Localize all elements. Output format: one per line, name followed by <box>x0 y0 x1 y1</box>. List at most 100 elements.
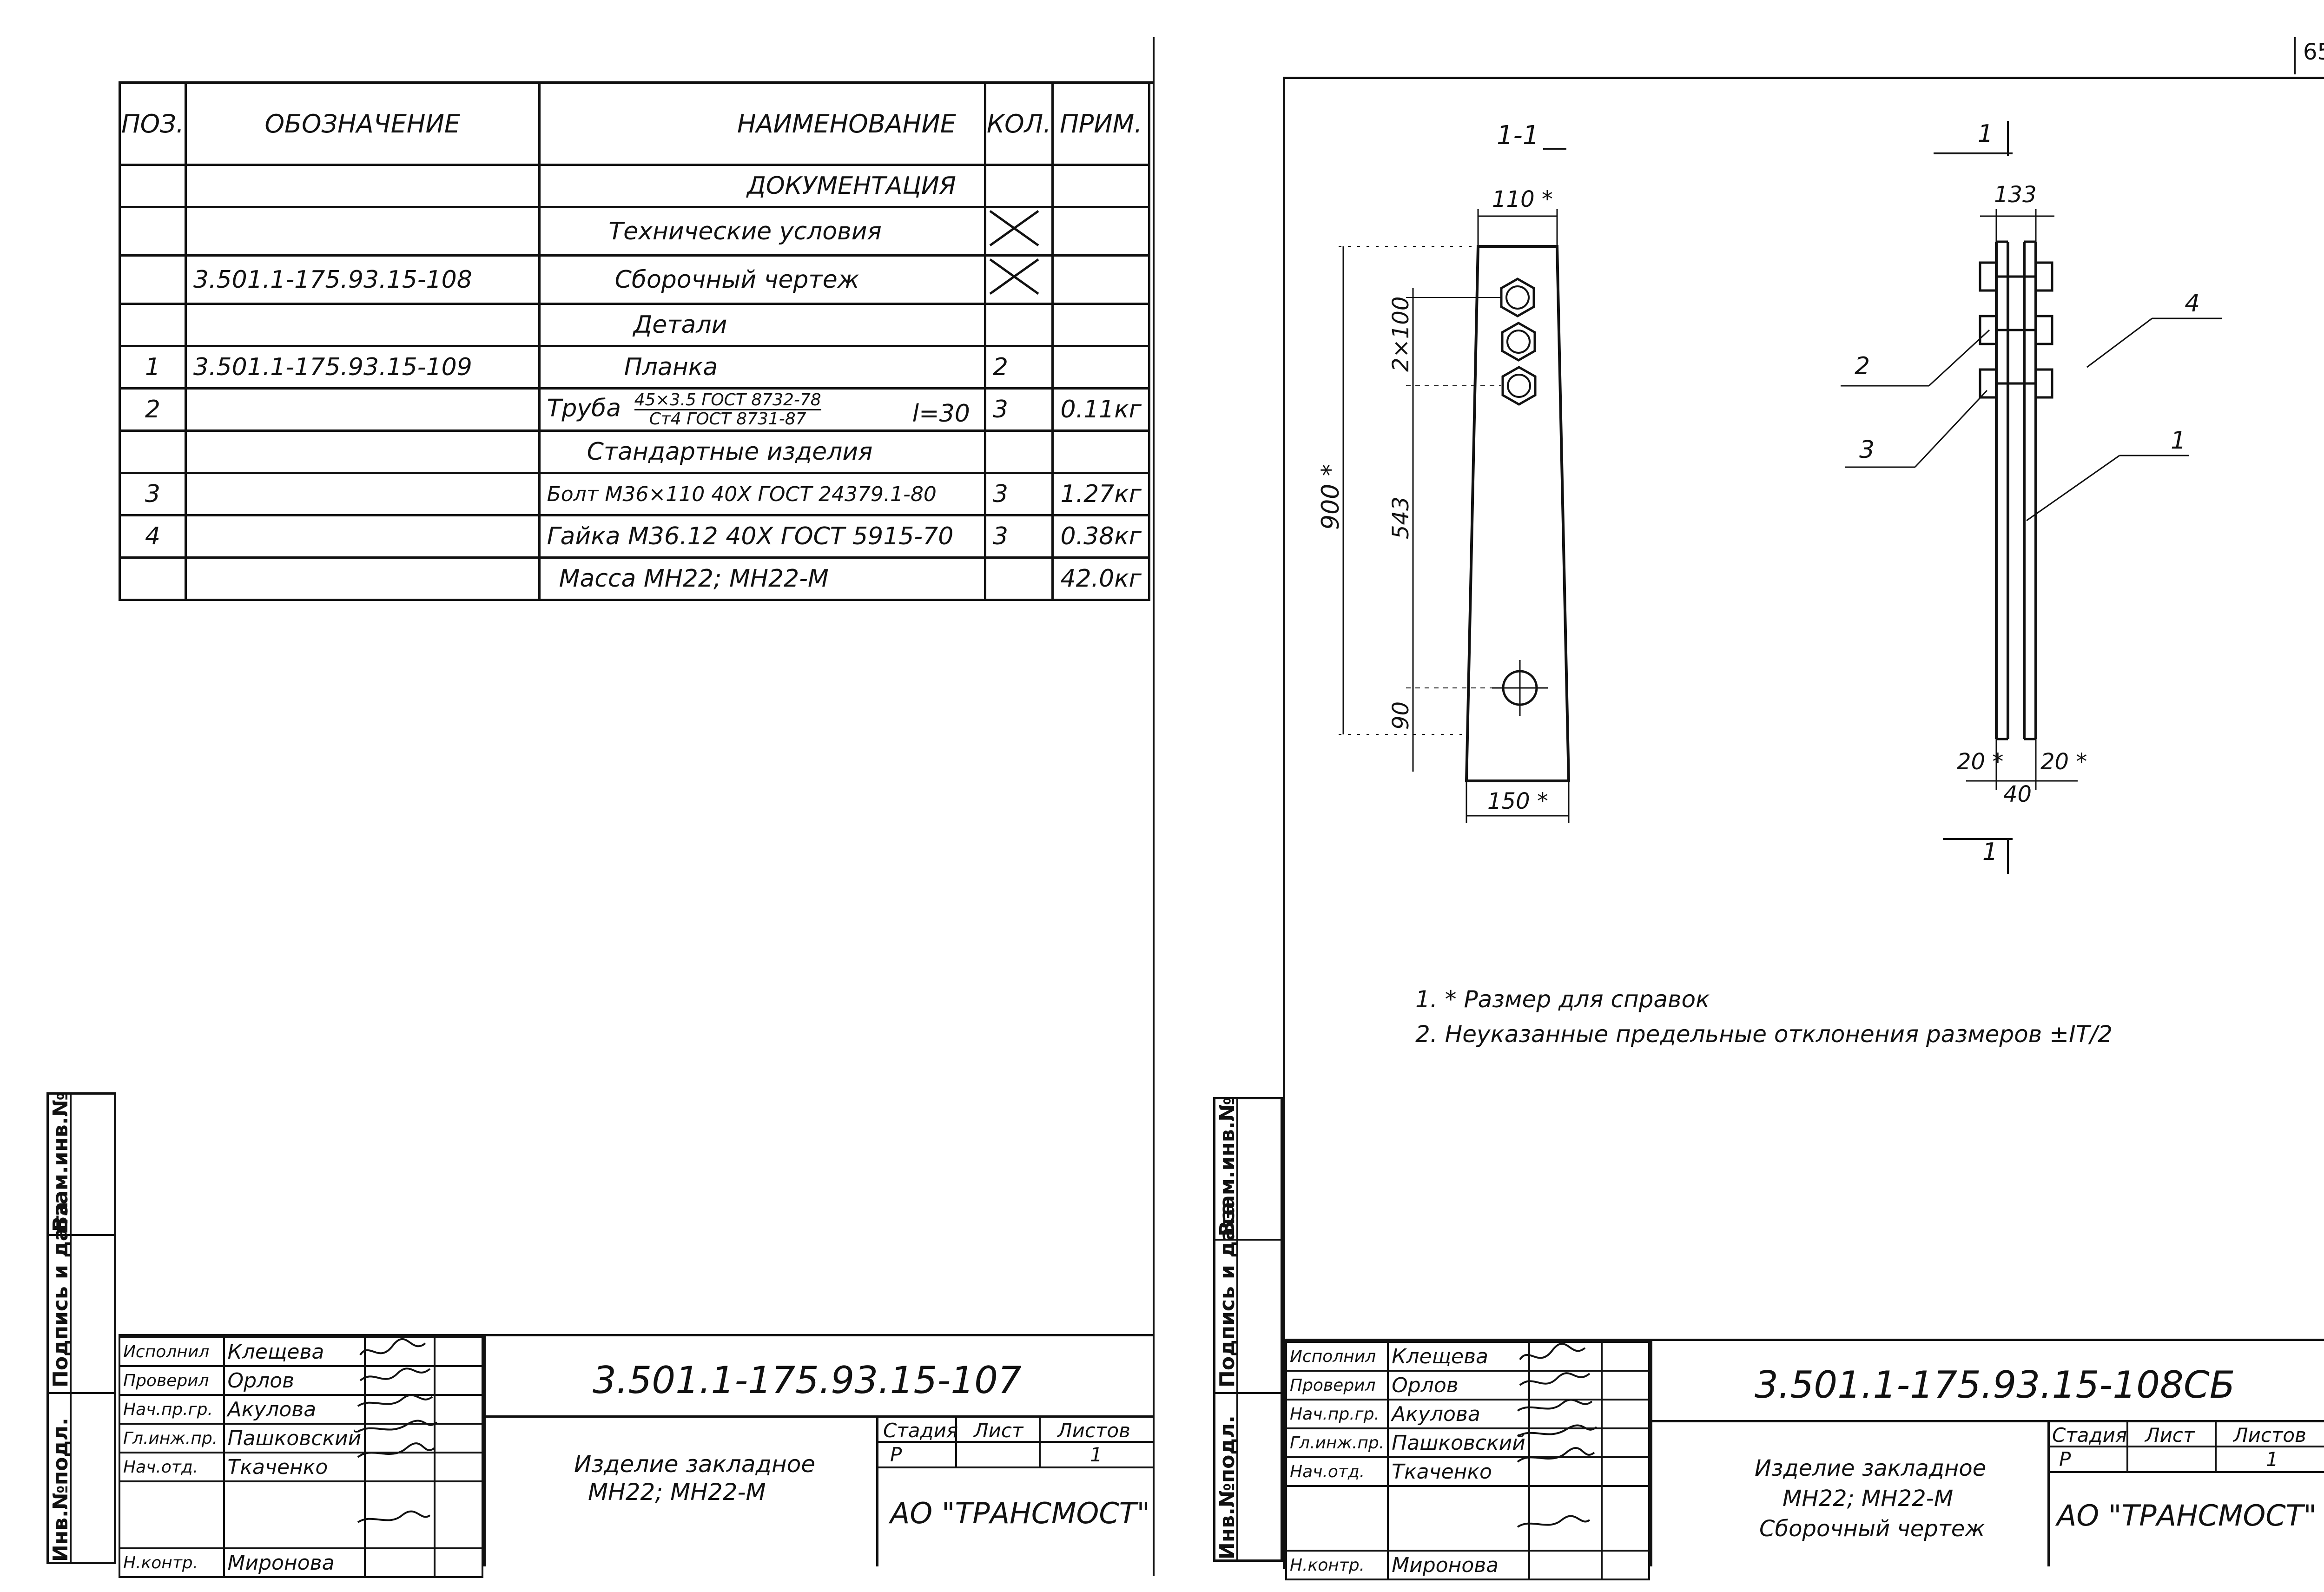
stamp-inv-no: Инв.№подл. <box>1215 1415 1239 1559</box>
cell-pos: 1 <box>119 345 187 390</box>
cell-note: 42.0кг <box>1051 556 1150 601</box>
stamp-replaced-inv: Взам.инв.№ <box>1215 1097 1239 1236</box>
date <box>1601 1427 1650 1458</box>
cell-qty-cross <box>984 206 1054 257</box>
date <box>434 1336 483 1367</box>
table-row: 4 Гайка М36.12 40Х ГОСТ 5915-70 3 0.38кг <box>119 514 1150 559</box>
cut-mark-top: 1 <box>1978 120 1993 148</box>
assembly-drawing: 1-1 110 * 150 * 900 * 2×100 543 90 133 <box>1317 120 2222 874</box>
signature <box>1528 1456 1603 1487</box>
date <box>1601 1370 1650 1400</box>
document-title-line-1: Изделие закладное <box>1755 1455 1987 1481</box>
cell-note <box>1051 303 1150 347</box>
person-name: Клещева <box>223 1336 366 1367</box>
date <box>1601 1485 1650 1552</box>
cell-pos <box>119 254 187 305</box>
role <box>1285 1485 1389 1552</box>
section-label: 1-1 <box>1497 120 1539 151</box>
date <box>1601 1550 1650 1580</box>
role: Нач.пр.гр. <box>1285 1399 1389 1429</box>
cell-note <box>1051 164 1150 208</box>
cell-code <box>184 429 541 474</box>
left-side-stamp: Инв.№подл. Подпись и дата Взам.инв.№ <box>46 1092 116 1564</box>
date <box>1601 1456 1650 1487</box>
dim-bottom-width: 150 * <box>1487 788 1548 814</box>
cell-name: Стандартные изделия <box>538 429 986 474</box>
role: Н.контр. <box>119 1547 225 1578</box>
bolt-hex-icon <box>1501 366 1537 406</box>
signature <box>1528 1341 1603 1372</box>
person-name: Миронова <box>223 1547 366 1578</box>
cell-pos: 3 <box>119 472 187 516</box>
signature-row: Н.контр.Миронова <box>1285 1550 1650 1580</box>
cell-qty <box>984 164 1054 208</box>
cell-name-pipe: Труба 45×3.5 ГОСТ 8732-78 Ст4 ГОСТ 8731-… <box>538 387 986 432</box>
cell-qty: 2 <box>984 345 1054 390</box>
callout-3: 3 <box>1859 436 1875 464</box>
date <box>434 1547 483 1578</box>
cell-code <box>184 514 541 559</box>
cell-pos <box>119 429 187 474</box>
date <box>434 1452 483 1482</box>
stage-value: Р <box>2059 1448 2071 1471</box>
page-number: 65 <box>2303 39 2324 65</box>
cell-pos <box>119 556 187 601</box>
header-qty: КОЛ. <box>984 81 1054 166</box>
cell-note <box>1051 206 1150 257</box>
cell-qty <box>984 556 1054 601</box>
dim-gap-left: 20 * <box>1957 749 2003 775</box>
signature <box>364 1480 436 1549</box>
sheets-value: 1 <box>1090 1443 1103 1466</box>
cell-code <box>184 472 541 516</box>
bolt-hex-icon <box>1501 322 1536 362</box>
cell-pos <box>119 164 187 208</box>
cell-pos: 4 <box>119 514 187 559</box>
cell-name: Болт М36×110 40Х ГОСТ 24379.1-80 <box>538 472 986 516</box>
signature-row <box>1285 1485 1650 1552</box>
role: Нач.пр.гр. <box>119 1394 225 1425</box>
pipe-fraction: 45×3.5 ГОСТ 8732-78 Ст4 ГОСТ 8731-87 <box>634 391 821 428</box>
cell-pos <box>119 206 187 257</box>
cell-note <box>1051 429 1150 474</box>
role: Исполнил <box>1285 1341 1389 1372</box>
signature-row: Нач.отд.Ткаченко <box>1285 1456 1650 1487</box>
specification-table: ПОЗ. ОБОЗНАЧЕНИЕ НАИМЕНОВАНИЕ КОЛ. ПРИМ.… <box>119 81 1150 601</box>
table-row: Стандартные изделия <box>119 429 1150 474</box>
cell-code <box>184 556 541 601</box>
pipe-label: Труба <box>547 394 621 422</box>
cross-mark-icon <box>989 258 1039 295</box>
dim-side-width: 133 <box>1994 182 2037 208</box>
organization-name: АО "ТРАНСМОСТ" <box>890 1496 1150 1530</box>
document-title-line-2: МН22; МН22-М <box>588 1479 766 1506</box>
cell-name: Сборочный чертеж <box>538 254 986 305</box>
plate-front-view <box>1465 245 1571 782</box>
dim-top-width: 110 * <box>1492 186 1553 212</box>
pipe-fraction-top: 45×3.5 ГОСТ 8732-78 <box>634 390 821 410</box>
document-title-line-2: МН22; МН22-М <box>1783 1486 1954 1512</box>
header-code: ОБОЗНАЧЕНИЕ <box>184 81 541 166</box>
document-code: 3.501.1-175.93.15-107 <box>593 1359 1022 1402</box>
person-name <box>223 1480 366 1549</box>
signature-row: Нач.пр.гр.Акулова <box>1285 1399 1650 1429</box>
signature <box>364 1547 436 1578</box>
cell-name: Планка <box>538 345 986 390</box>
cut-mark-bottom: 1 <box>1982 838 1998 866</box>
date <box>1601 1399 1650 1429</box>
pipe-fraction-bottom: Ст4 ГОСТ 8731-87 <box>649 409 806 429</box>
table-row: ДОКУМЕНТАЦИЯ <box>119 164 1150 208</box>
sheet-label: Лист <box>2145 1424 2195 1447</box>
cell-qty: 3 <box>984 514 1054 559</box>
person-name: Орлов <box>1387 1370 1530 1400</box>
signature-row: Гл.инж.пр.Пашковский <box>119 1423 483 1453</box>
role: Гл.инж.пр. <box>1285 1427 1389 1458</box>
table-row: Детали <box>119 303 1150 347</box>
person-name: Клещева <box>1387 1341 1530 1372</box>
sheet-label: Лист <box>974 1419 1023 1442</box>
signature-row: Нач.отд.Ткаченко <box>119 1452 483 1482</box>
table-row: 3 Болт М36×110 40Х ГОСТ 24379.1-80 3 1.2… <box>119 472 1150 516</box>
person-name <box>1387 1485 1530 1552</box>
person-name: Ткаченко <box>1387 1456 1530 1487</box>
cell-qty <box>984 429 1054 474</box>
hole-icon <box>1492 660 1548 716</box>
